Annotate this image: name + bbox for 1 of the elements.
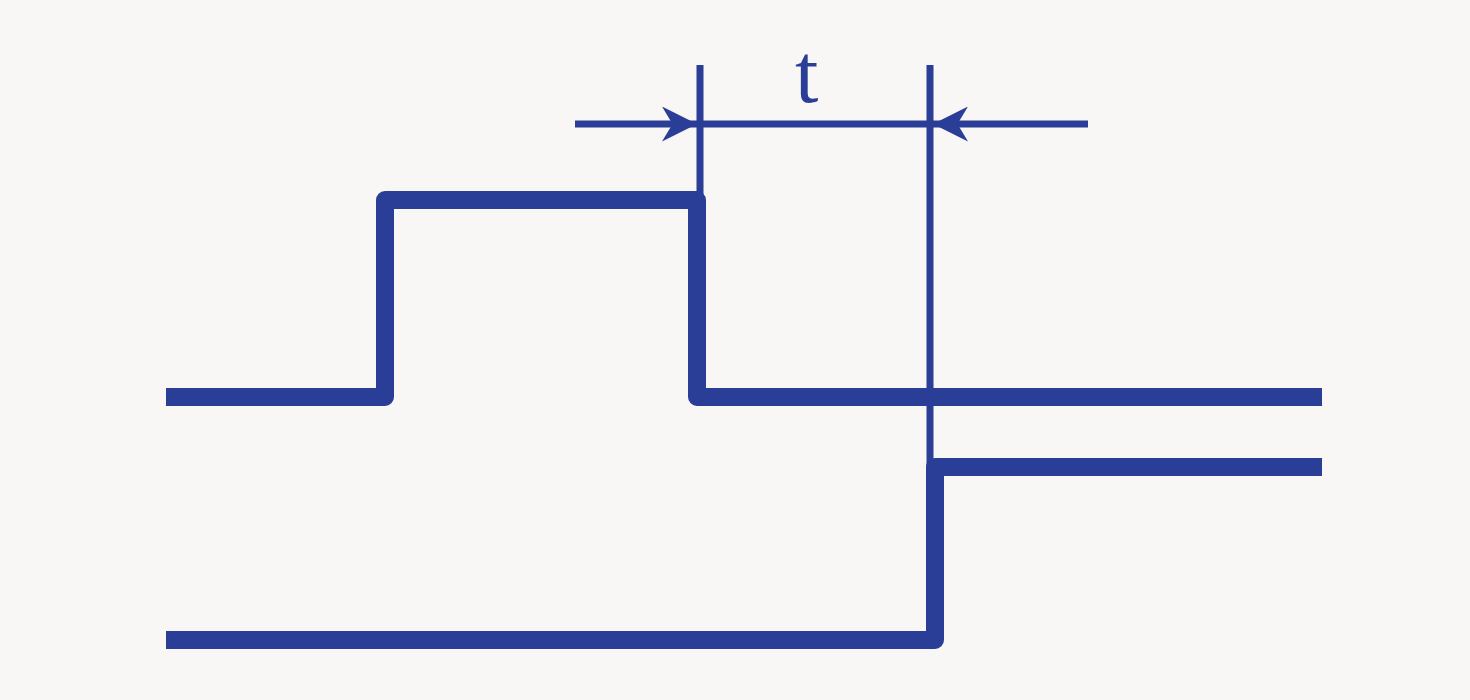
dimension-label: t [795, 32, 819, 116]
